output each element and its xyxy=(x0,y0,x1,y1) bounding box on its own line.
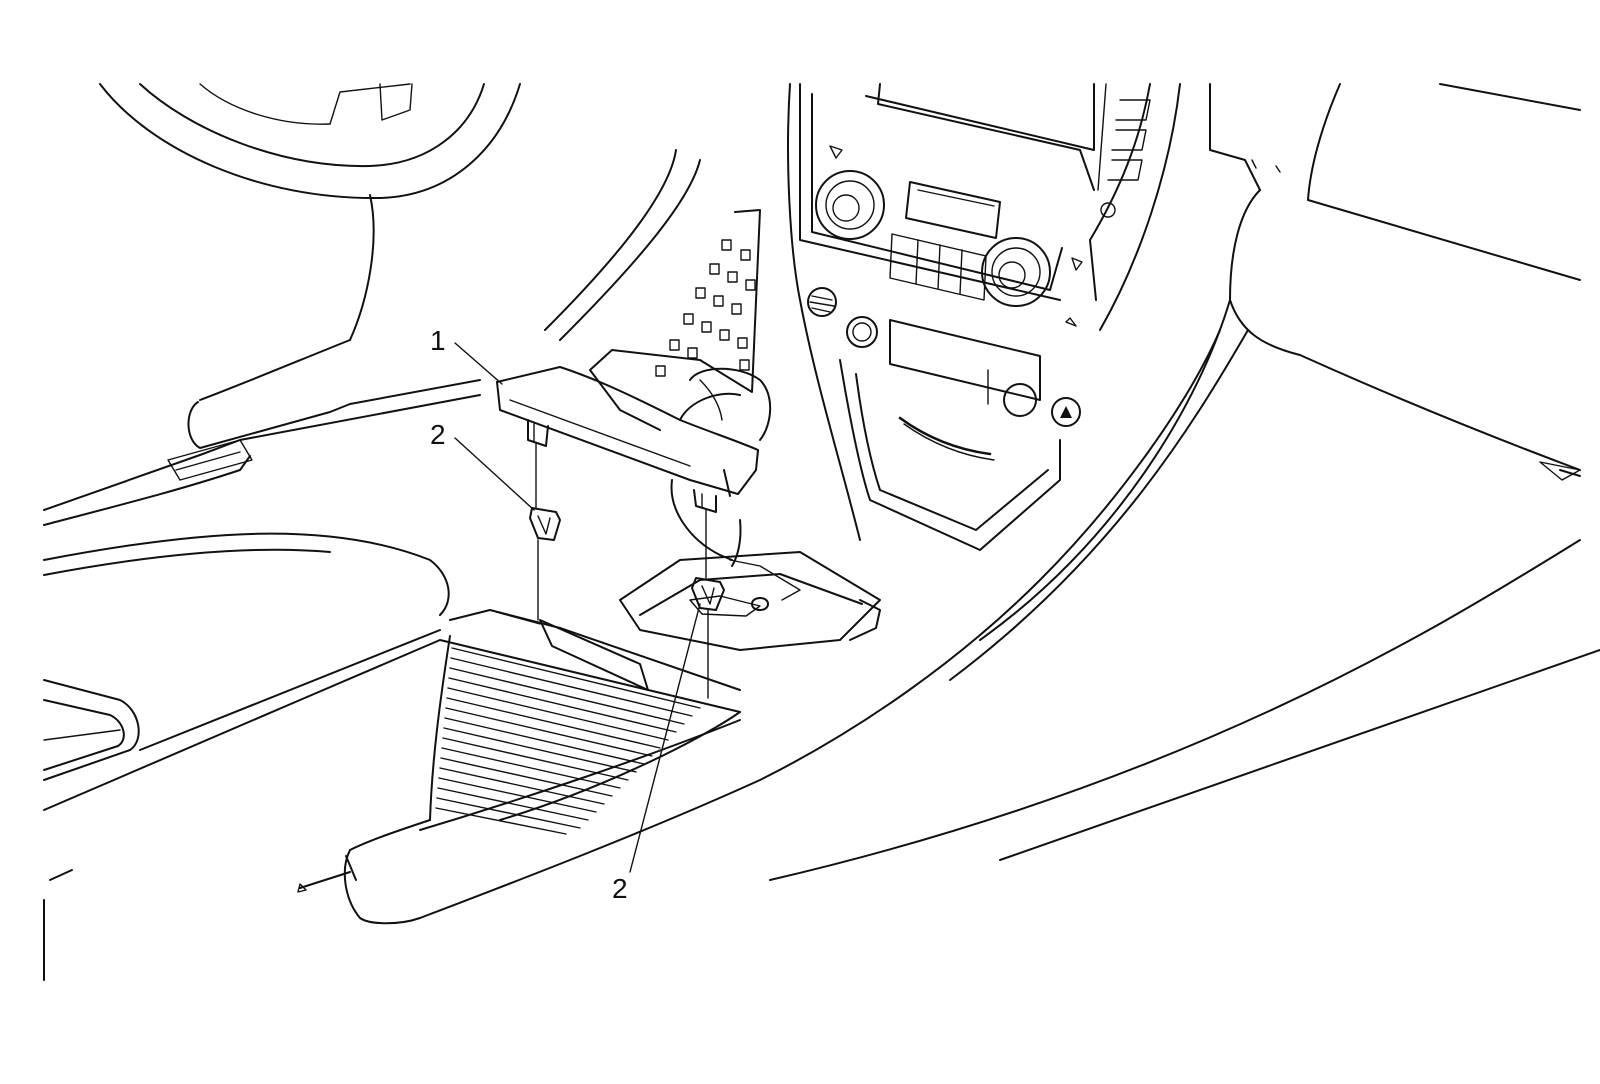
alignment-lines xyxy=(535,443,709,699)
callout-label-2-lower: 2 xyxy=(612,873,628,904)
shift-lever xyxy=(619,367,881,651)
callout-leaders xyxy=(454,342,701,873)
callout-label-2-upper: 2 xyxy=(430,419,446,450)
console-trim-plate xyxy=(496,366,759,513)
steering-wheel xyxy=(99,83,521,401)
radio-hvac-stack xyxy=(787,83,1181,551)
right-dash-panel xyxy=(769,83,1600,881)
console-ribbed-bin xyxy=(297,329,1221,925)
retaining-clip-left xyxy=(529,507,561,541)
callout-label-1: 1 xyxy=(430,325,446,356)
retaining-clip-right xyxy=(691,577,725,611)
left-trim-panel xyxy=(43,379,481,981)
center-vent-grille xyxy=(544,149,761,431)
